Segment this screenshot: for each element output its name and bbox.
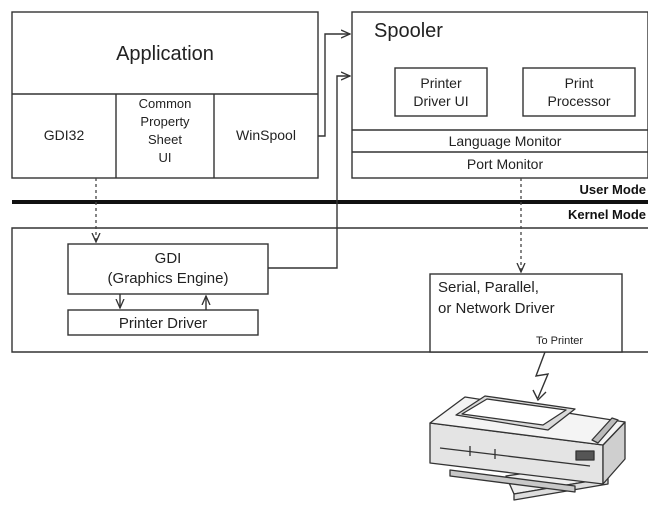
printer-icon (429, 395, 626, 501)
svg-text:Common: Common (139, 96, 192, 111)
winspool-label: WinSpool (236, 127, 296, 143)
gdi-graphics-engine-box (67, 243, 269, 295)
svg-text:or Network Driver: or Network Driver (438, 300, 555, 317)
svg-text:Print: Print (565, 75, 594, 91)
language-monitor-label: Language Monitor (449, 133, 562, 149)
gdi32-label: GDI32 (44, 127, 85, 143)
spooler-block: Spooler Printer Driver UI Print Processo… (351, 11, 648, 179)
mode-divider (12, 200, 648, 204)
svg-text:Property: Property (140, 114, 190, 129)
printer-driver-box (67, 309, 259, 336)
print-processor-box (522, 67, 636, 117)
port-monitor-label: Port Monitor (467, 156, 544, 172)
serial-parallel-network-driver-box (429, 273, 623, 353)
printer-driver-ui-box (394, 67, 488, 117)
svg-text:Printer Driver: Printer Driver (119, 315, 207, 332)
winspool-to-spooler-arrow (318, 34, 350, 137)
user-mode-label: User Mode (580, 182, 646, 197)
kernel-block: GDI (Graphics Engine) Printer Driver Ser… (11, 227, 648, 353)
svg-text:Sheet: Sheet (148, 132, 182, 147)
spooler-title: Spooler (374, 20, 443, 42)
kernel-mode-label: Kernel Mode (568, 207, 646, 222)
svg-text:Printer: Printer (420, 75, 462, 91)
application-block: Application GDI32 Common Property Sheet … (11, 11, 319, 179)
svg-text:Processor: Processor (547, 93, 610, 109)
to-printer-label: To Printer (536, 335, 583, 347)
gdi-to-spooler-arrow (268, 76, 350, 269)
application-title: Application (116, 43, 214, 65)
svg-text:UI: UI (159, 150, 172, 165)
common-property-sheet-ui: Common Property Sheet UI (139, 96, 192, 165)
svg-text:Driver UI: Driver UI (413, 93, 468, 109)
svg-text:(Graphics Engine): (Graphics Engine) (108, 270, 229, 287)
svg-text:GDI: GDI (155, 250, 182, 267)
lightning-bolt-icon (532, 351, 550, 402)
svg-text:Serial, Parallel,: Serial, Parallel, (438, 279, 539, 296)
